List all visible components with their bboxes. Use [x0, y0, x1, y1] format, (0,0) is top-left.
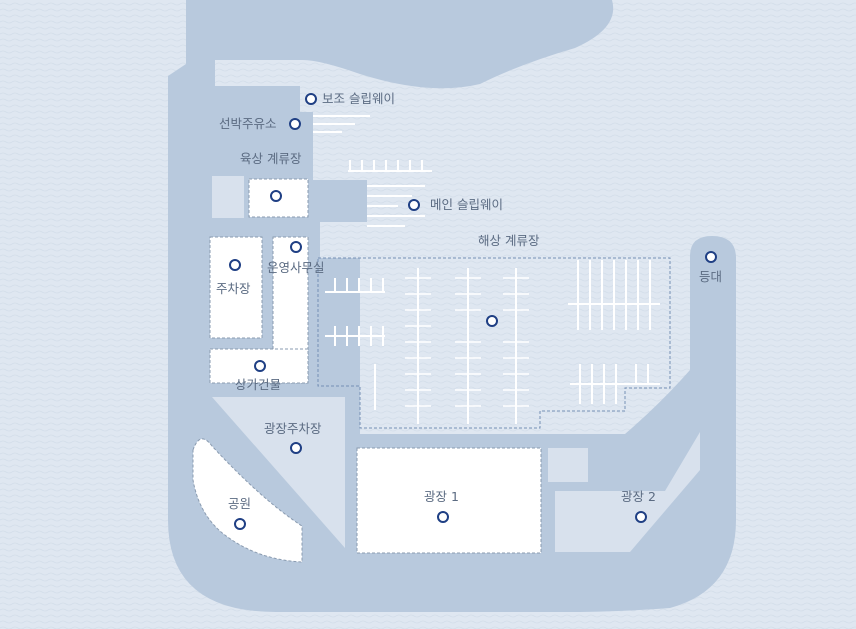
commercial-location-pin-icon[interactable] [254, 360, 266, 372]
park-location-pin-icon[interactable] [234, 518, 246, 530]
lighthouse-location-pin-icon[interactable] [705, 251, 717, 263]
sea-berth-zone [317, 257, 671, 429]
plaza-parking-area [212, 397, 345, 548]
pontoons [313, 115, 660, 424]
plaza1-area [356, 447, 542, 554]
sea-berth-label: 해상 계류장 [478, 233, 540, 248]
aux-slipway-location-pin-icon[interactable] [305, 93, 317, 105]
plaza2-location-pin-icon[interactable] [635, 511, 647, 523]
park-area [192, 438, 303, 563]
park-label: 공원 [228, 496, 252, 511]
main-slipway-label: 메인 슬립웨이 [430, 197, 503, 212]
lighthouse-label: 등대 [699, 269, 723, 284]
parking-location-pin-icon[interactable] [229, 259, 241, 271]
north-island [215, 0, 614, 89]
office-label: 운영사무실 [267, 260, 325, 275]
parking-label: 주차장 [216, 281, 251, 296]
fuel-station-label: 선박주유소 [219, 116, 277, 131]
plaza1-label: 광장 1 [424, 489, 459, 504]
land-berth-annex [212, 176, 244, 218]
plaza-parking-label: 광장주차장 [264, 421, 322, 436]
sea-berth-location-pin-icon[interactable] [486, 315, 498, 327]
plaza2-label: 광장 2 [621, 489, 656, 504]
small-area [548, 448, 588, 482]
plaza1-location-pin-icon[interactable] [437, 511, 449, 523]
aux-slipway-label: 보조 슬립웨이 [322, 91, 395, 106]
land-berth-location-pin-icon[interactable] [270, 190, 282, 202]
plaza-parking-location-pin-icon[interactable] [290, 442, 302, 454]
finger-piers [405, 277, 529, 407]
land-berth-label: 육상 계류장 [240, 151, 302, 166]
main-slipway-location-pin-icon[interactable] [408, 199, 420, 211]
fuel-station-location-pin-icon[interactable] [289, 118, 301, 130]
plaza2-area [555, 432, 700, 552]
office-location-pin-icon[interactable] [290, 241, 302, 253]
parking-building [209, 236, 263, 339]
commercial-label: 상가건물 [235, 377, 282, 392]
